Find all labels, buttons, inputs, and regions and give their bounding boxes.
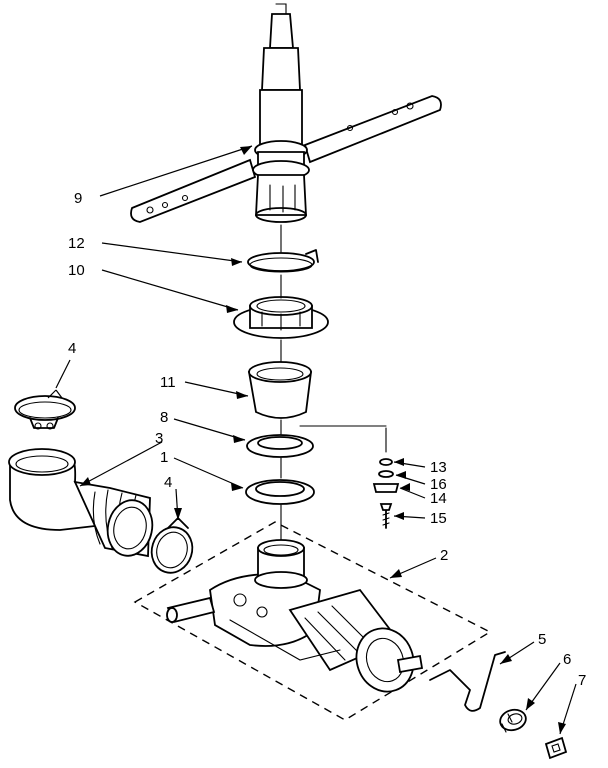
drain-elbow-hose[interactable] (8, 448, 157, 560)
callout-8: 8 (160, 409, 168, 426)
gasket-ring[interactable] (245, 479, 315, 505)
callout-9: 9 (74, 190, 82, 207)
callout-13: 13 (430, 459, 447, 476)
hose-clamp-upper[interactable] (14, 395, 76, 430)
callout-4-lower: 4 (164, 474, 172, 491)
leader-lines (47, 145, 577, 735)
callout-7: 7 (578, 672, 586, 689)
callout-6: 6 (563, 651, 571, 668)
callout-16: 16 (430, 476, 447, 493)
callout-15: 15 (430, 510, 447, 527)
snap-ring[interactable] (247, 249, 319, 273)
callout-1: 1 (160, 449, 168, 466)
callout-2: 2 (440, 547, 448, 564)
callout-12: 12 (68, 235, 85, 252)
callout-14: 14 (430, 490, 447, 507)
spray-arm-assembly[interactable] (130, 3, 442, 223)
motor-grommet[interactable] (498, 707, 528, 733)
seal-ring[interactable] (246, 434, 314, 458)
callout-4-upper: 4 (68, 340, 76, 357)
motor-bracket-clip[interactable] (429, 651, 506, 712)
callout-11: 11 (160, 374, 176, 391)
callout-10: 10 (68, 262, 85, 279)
hose-clamp-lower[interactable] (146, 517, 198, 578)
square-nut[interactable] (544, 736, 568, 760)
callout-5: 5 (538, 631, 546, 648)
impeller-cup[interactable] (247, 361, 313, 419)
pump-motor-assembly[interactable] (166, 539, 424, 700)
spray-arm-seat[interactable] (233, 296, 329, 339)
mounting-hardware[interactable] (372, 427, 400, 529)
callout-3: 3 (155, 430, 163, 447)
callout-labels: 9 12 10 4 11 8 3 1 4 13 16 14 15 2 5 6 7 (68, 190, 586, 689)
